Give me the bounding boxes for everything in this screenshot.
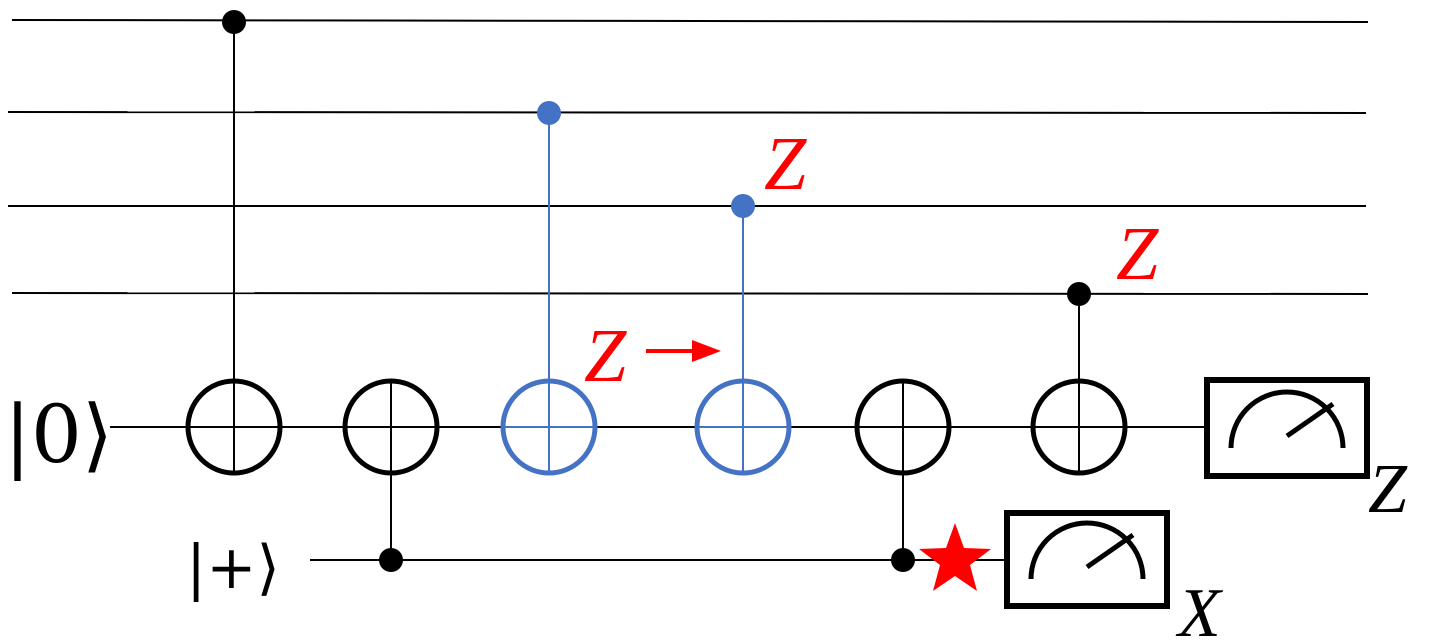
cnot-gate-5 <box>854 378 952 572</box>
cnot-gate-1 <box>185 10 283 476</box>
cnot-gate-4-blue <box>694 194 792 476</box>
measurement-x <box>1004 510 1170 609</box>
measure-basis-x: X <box>1175 575 1224 644</box>
measurement-z <box>1204 377 1370 479</box>
error-label-propagating: Z <box>584 314 627 398</box>
data-wire-1 <box>11 19 1369 23</box>
data-wire-2 <box>7 111 1367 114</box>
ancilla-z-ket: |0⟩ <box>4 388 113 481</box>
control-dot <box>891 548 915 572</box>
control-dot <box>731 194 755 218</box>
control-dot <box>1067 282 1091 306</box>
cnot-gate-2 <box>342 378 440 572</box>
cnot-gate-6 <box>1030 282 1128 476</box>
measure-basis-z: Z <box>1368 451 1408 528</box>
control-dot <box>222 10 246 34</box>
control-dot <box>537 101 561 125</box>
control-dot <box>379 548 403 572</box>
data-wire-4 <box>11 292 1369 295</box>
error-label-upper: Z <box>764 122 807 206</box>
star-icon <box>919 523 991 591</box>
arrow-right-icon <box>646 340 721 362</box>
cnot-gate-3-blue <box>500 101 598 476</box>
ancilla-x-ket: |+⟩ <box>186 533 280 603</box>
error-label-lower: Z <box>1116 212 1159 296</box>
meter-icon <box>1228 389 1346 449</box>
meter-icon <box>1028 520 1146 580</box>
